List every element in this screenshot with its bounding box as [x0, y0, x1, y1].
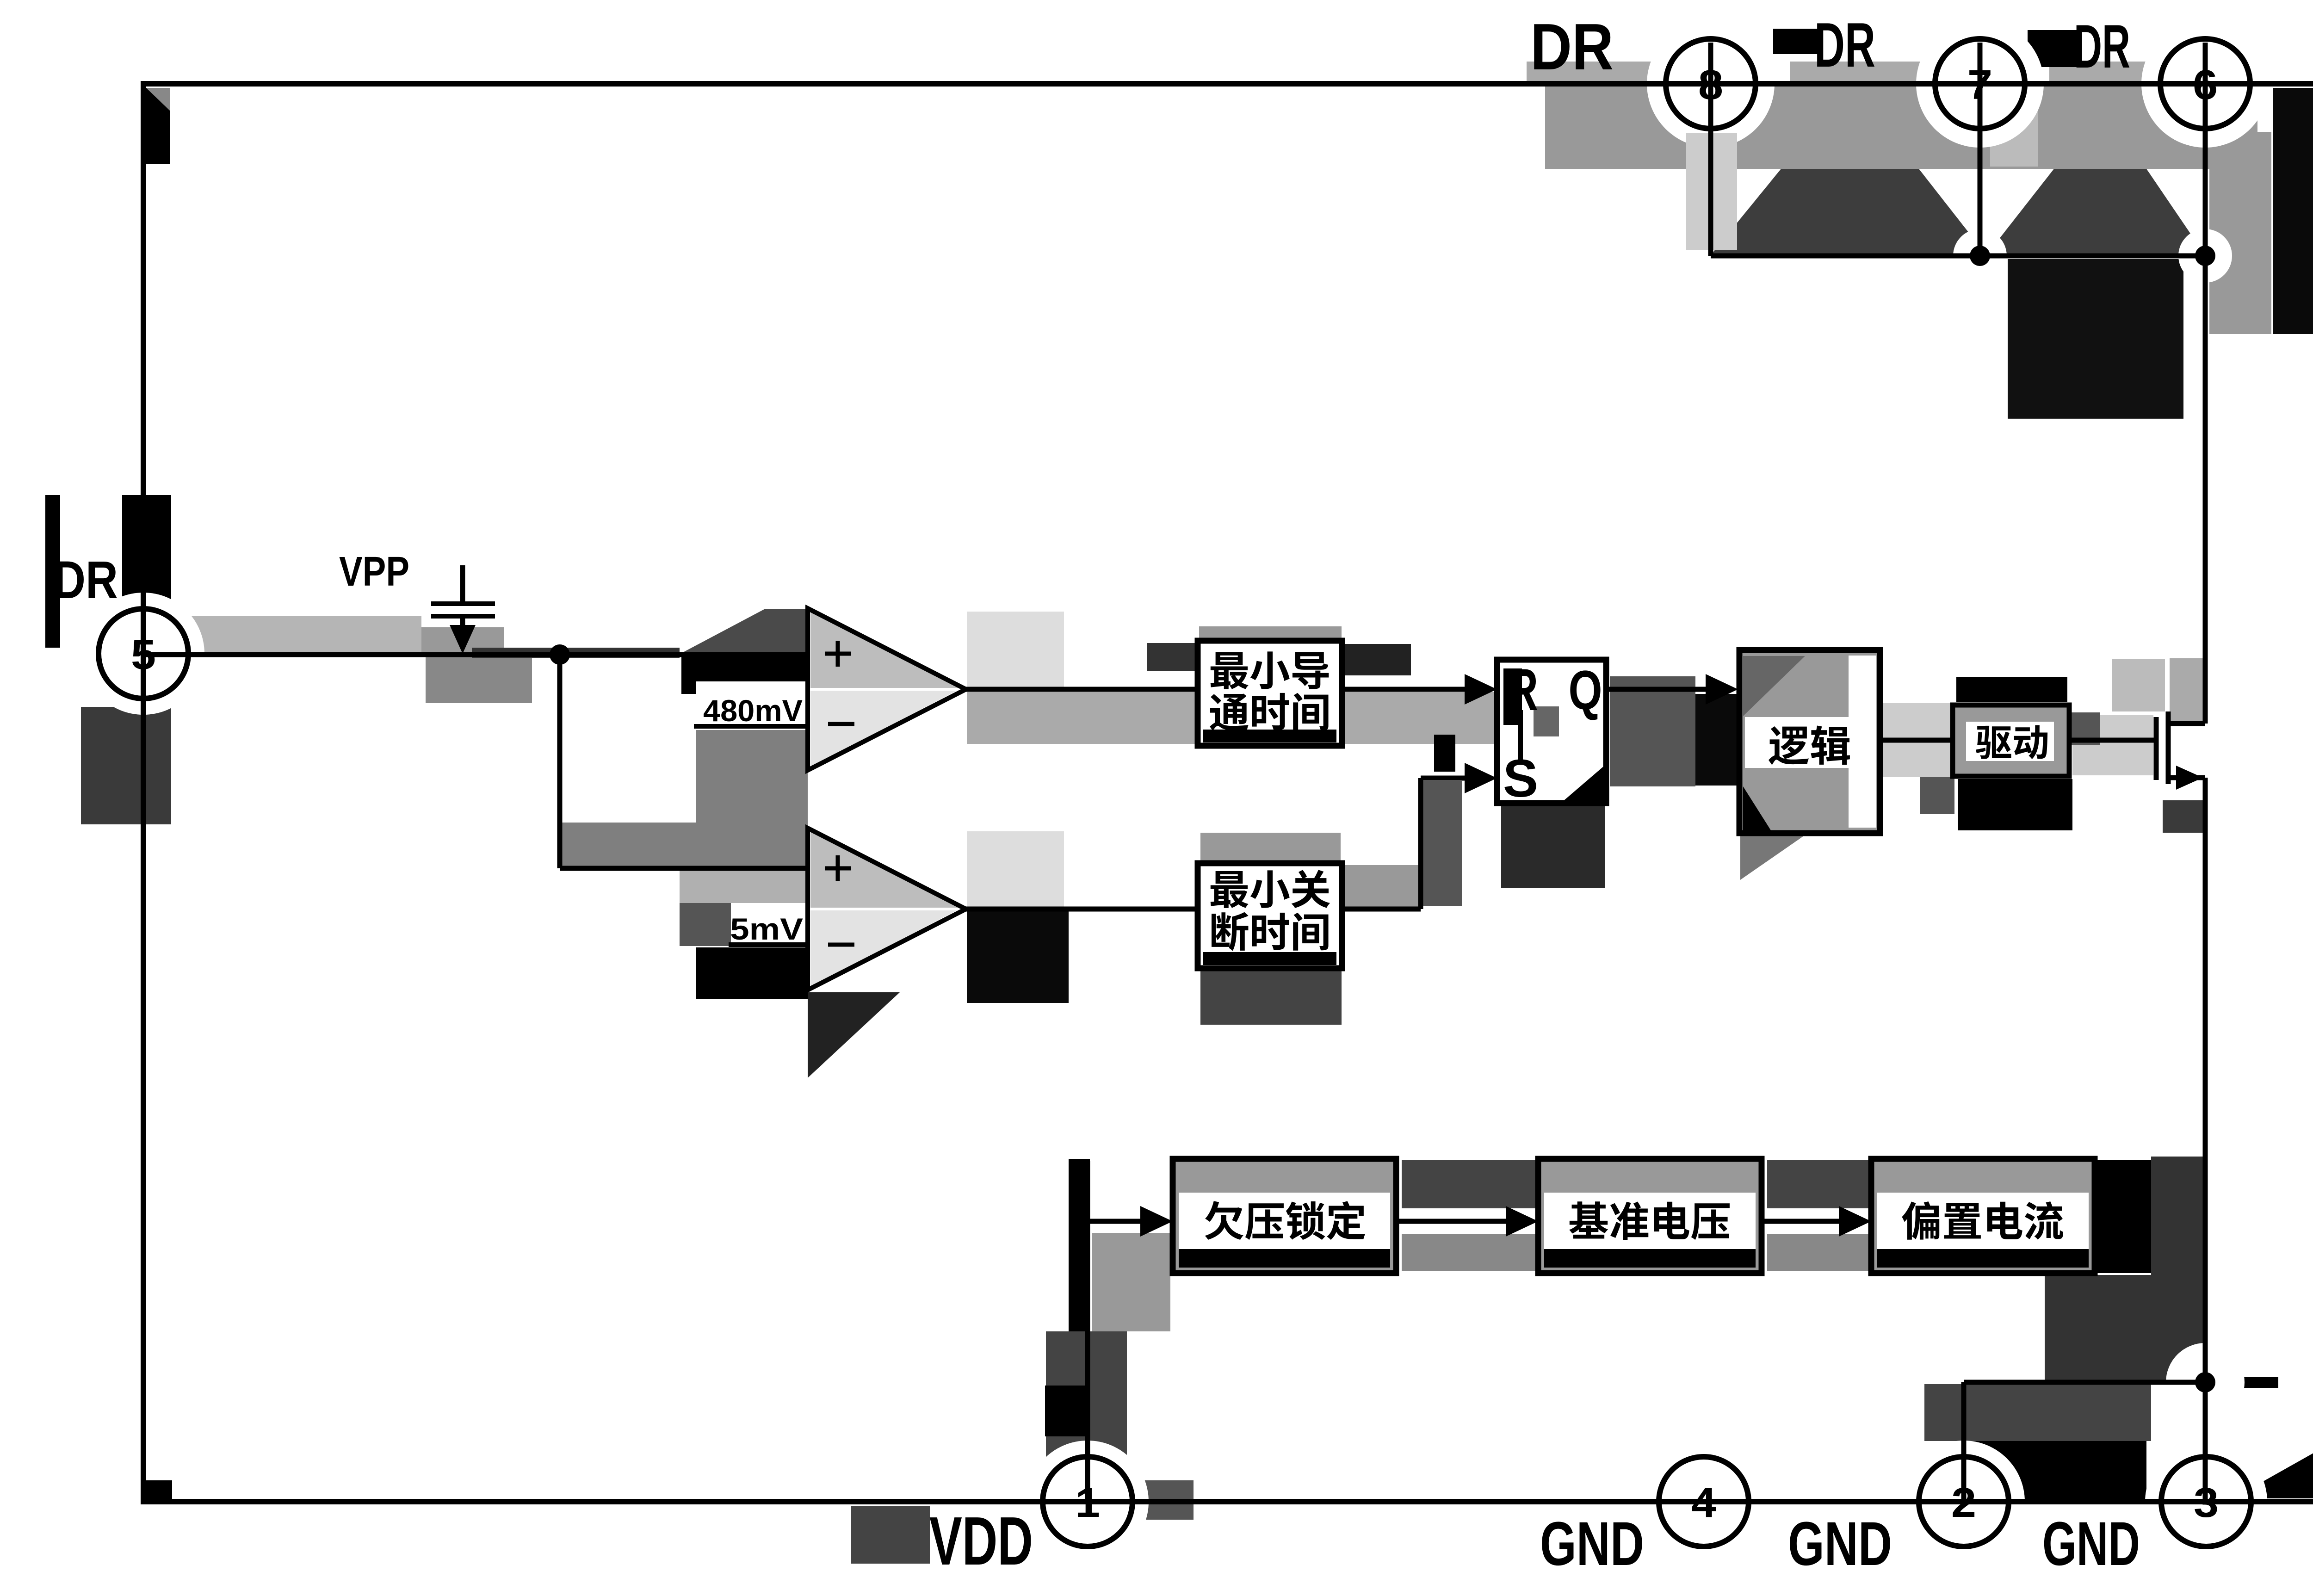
- svg-text:DR: DR: [53, 551, 118, 610]
- svg-text:GND: GND: [1540, 1509, 1644, 1578]
- svg-text:R: R: [1508, 657, 1538, 723]
- svg-text:4: 4: [1691, 1480, 1716, 1526]
- svg-text:7: 7: [1967, 62, 1992, 108]
- svg-text:5: 5: [131, 632, 156, 678]
- svg-text:VPP: VPP: [339, 549, 409, 595]
- svg-text:VDD: VDD: [929, 1503, 1033, 1579]
- svg-text:3: 3: [2194, 1480, 2219, 1526]
- svg-text:8: 8: [1698, 62, 1723, 108]
- svg-text:5mV: 5mV: [730, 912, 803, 946]
- svg-text:GND: GND: [1788, 1509, 1892, 1578]
- svg-text:1: 1: [1075, 1480, 1100, 1526]
- svg-text:2: 2: [1951, 1480, 1976, 1526]
- svg-text:S: S: [1503, 749, 1538, 808]
- svg-text:480mV: 480mV: [703, 693, 803, 728]
- svg-text:DR: DR: [2074, 12, 2130, 81]
- svg-text:GND: GND: [2042, 1509, 2140, 1578]
- svg-text:Q: Q: [1569, 659, 1602, 721]
- svg-text:DR: DR: [1530, 10, 1614, 84]
- svg-text:DR: DR: [1814, 10, 1875, 80]
- svg-text:6: 6: [2193, 62, 2218, 108]
